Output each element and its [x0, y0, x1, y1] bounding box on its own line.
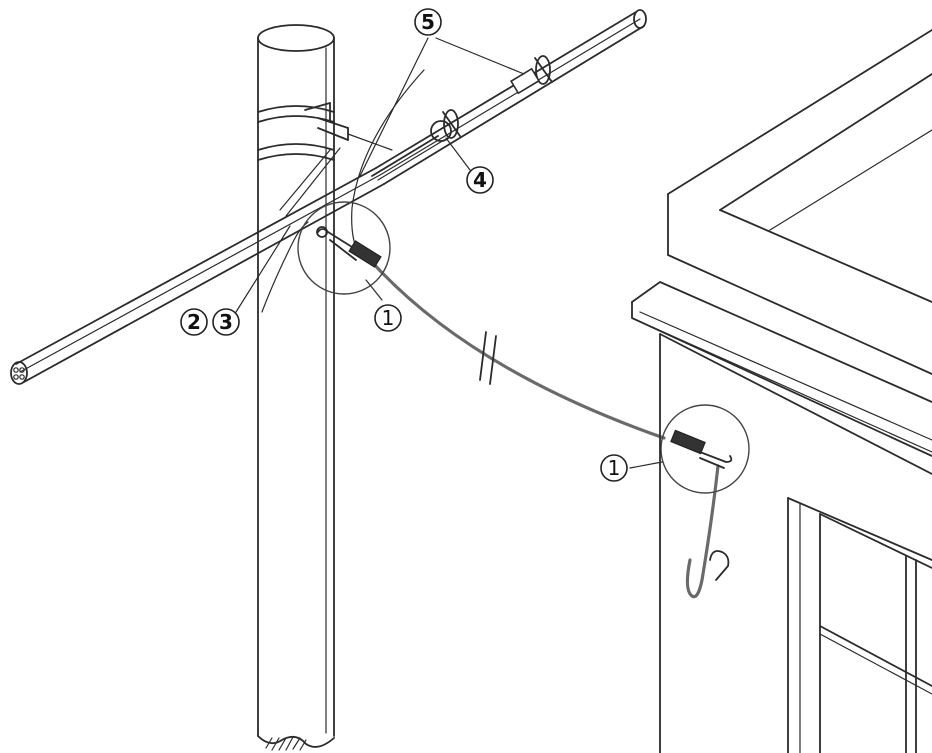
callout-3-label: 3 [219, 310, 233, 334]
callout-4: 4 [466, 166, 494, 194]
pole-bracket [257, 102, 349, 161]
callout-3: 3 [212, 308, 240, 336]
house [631, 29, 932, 753]
drop-wire [351, 69, 720, 599]
callout-4-label: 4 [473, 168, 487, 192]
callout-1-pole: 1 [374, 304, 402, 332]
callout-leaders [235, 37, 663, 469]
cable-tie-lower [442, 109, 461, 139]
utility-pole [257, 24, 335, 753]
aerial-cable [10, 9, 647, 385]
callout-1-house: 1 [600, 454, 628, 482]
callout-5-label: 5 [421, 10, 435, 34]
cable-tie-upper [510, 55, 553, 95]
pole-cut-hatch [265, 736, 307, 751]
callout-5: 5 [414, 8, 442, 36]
callout-1a-label: 1 [382, 306, 395, 330]
drop-clamp-pole [297, 201, 391, 295]
drop-clamp-house [660, 404, 750, 494]
splice-closure [371, 120, 452, 181]
callout-2-label: 2 [187, 310, 201, 334]
callout-2: 2 [180, 308, 208, 336]
callout-1b-label: 1 [608, 456, 621, 480]
